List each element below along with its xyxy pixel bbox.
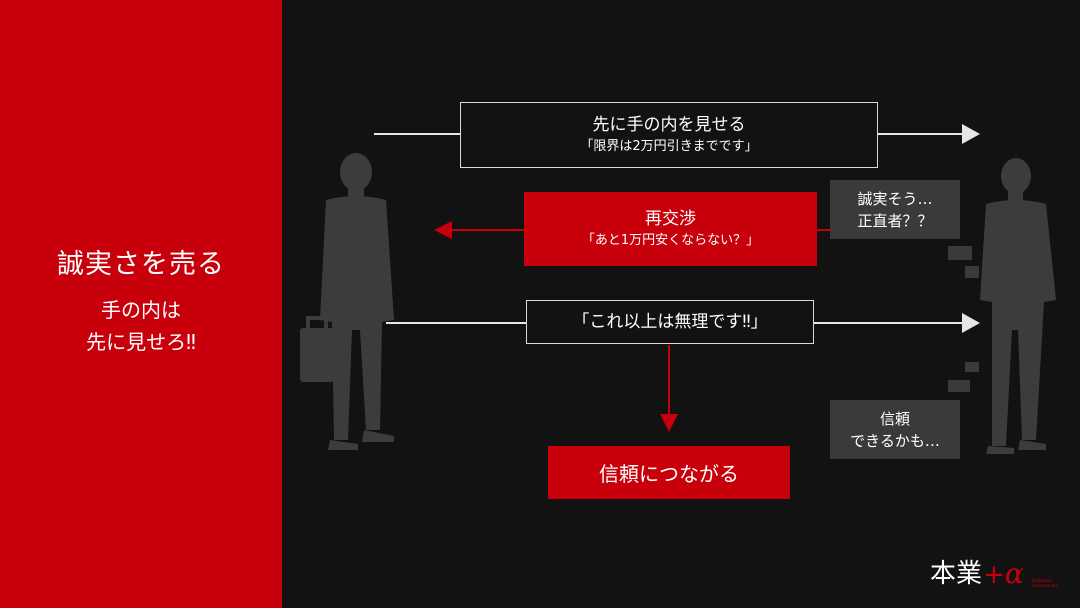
thought-trust: 信頼 できるかも…	[830, 400, 960, 459]
arrow-down-head	[660, 414, 678, 432]
diagram-stage: 先に手の内を見せる 「限界は2万円引きまでです」 再交渉 「あと1万円安くならな…	[282, 0, 1080, 608]
logo-small-line-1: Employee	[1032, 578, 1052, 583]
arrow-1-head	[962, 124, 980, 144]
logo-plus: +	[983, 560, 1005, 590]
step-show-hand: 先に手の内を見せる 「限界は2万円引きまでです」	[460, 102, 878, 168]
slide-subtitle: 手の内は 先に見せろ‼	[0, 294, 282, 358]
brand-logo: 本業 + α Employee Achievement	[930, 556, 1058, 590]
logo-small-line-2: Achievement	[1032, 583, 1059, 588]
step-renegotiate-title: 再交渉	[645, 209, 696, 229]
thought-dot-2	[965, 266, 979, 278]
result-trust-label: 信頼につながる	[599, 462, 739, 486]
logo-text: 本業	[930, 559, 983, 589]
step-refuse-quote: 「これ以上は無理です‼」	[572, 312, 768, 332]
slide-title: 誠実さを売る	[57, 249, 225, 280]
thought-trust-line-2: できるかも…	[850, 431, 940, 450]
step-renegotiate-quote: 「あと1万円安くならない？」	[581, 233, 760, 248]
result-trust: 信頼につながる	[548, 446, 790, 499]
seller-silhouette	[300, 153, 394, 450]
thought-honest-line-2: 正直者？？	[857, 211, 933, 230]
logo-small-text: Employee Achievement	[1032, 578, 1058, 588]
step-show-hand-quote: 「限界は2万円引きまでです」	[580, 139, 758, 154]
step-show-hand-title: 先に手の内を見せる	[592, 115, 746, 135]
step-renegotiate: 再交渉 「あと1万円安くならない？」	[524, 192, 817, 266]
left-panel: 誠実さを売る 手の内は 先に見せろ‼	[0, 0, 282, 608]
logo-alpha: α	[1004, 557, 1024, 590]
thought-dot-4	[948, 380, 970, 392]
subtitle-line-1: 手の内は	[101, 298, 181, 322]
arrow-3-head	[962, 313, 980, 333]
step-refuse: 「これ以上は無理です‼」	[526, 300, 814, 344]
subtitle-line-2: 先に見せろ‼	[86, 330, 196, 354]
thought-trust-line-1: 信頼	[879, 409, 910, 428]
flow-arrows	[300, 124, 1056, 454]
thought-honest-line-1: 誠実そう…	[857, 189, 933, 208]
thought-dot-1	[948, 246, 972, 260]
thought-honest: 誠実そう… 正直者？？	[830, 180, 960, 239]
arrow-2-head	[434, 221, 452, 239]
buyer-silhouette	[980, 158, 1056, 454]
thought-dot-3	[965, 362, 979, 372]
